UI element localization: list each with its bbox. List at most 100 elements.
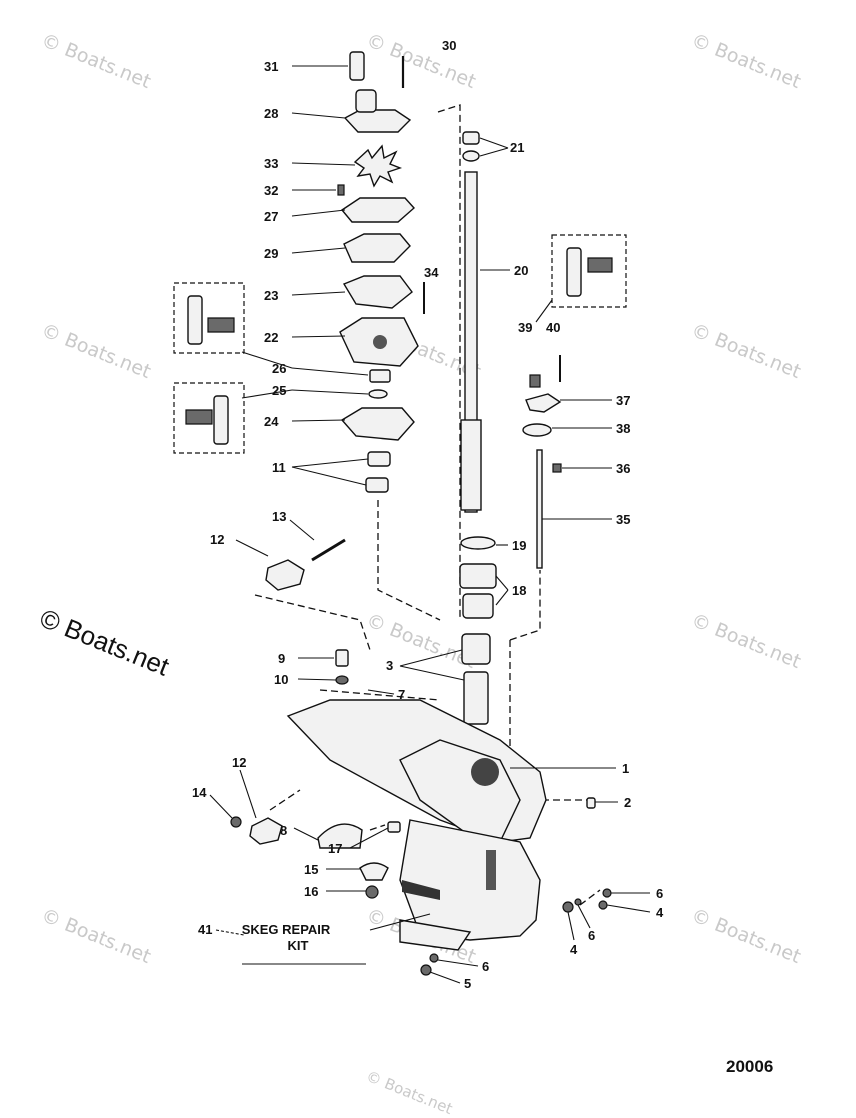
callout-34: 34 — [424, 265, 439, 280]
callout-3: 3 — [386, 658, 393, 673]
callout-12-lower: 12 — [232, 755, 246, 770]
callout-21: 21 — [510, 140, 524, 155]
part-18-bearing-cone — [462, 593, 494, 619]
callout-4-mid: 4 — [570, 942, 578, 957]
callout-14: 14 — [192, 785, 207, 800]
inset-box-left-top — [173, 282, 245, 354]
part-31-sleeve — [349, 51, 365, 81]
callout-23: 23 — [264, 288, 278, 303]
callout-4: 4 — [656, 905, 664, 920]
watermark-layer: © Boats.net © Boats.net © Boats.net © Bo… — [38, 29, 804, 1118]
part-4-screw — [598, 900, 608, 910]
callout-30: 30 — [442, 38, 456, 53]
part-29-face-plate — [343, 233, 411, 263]
callout-16: 16 — [304, 884, 318, 899]
part-18-bearing-cup — [459, 563, 497, 589]
part-32-key — [337, 184, 345, 196]
watermark: © Boats.net — [38, 319, 154, 383]
callout-24: 24 — [264, 414, 279, 429]
driveshaft-column — [459, 131, 497, 725]
inset-box-right — [551, 234, 627, 308]
watermark: © Boats.net — [363, 29, 479, 93]
part-23-gasket — [342, 275, 413, 309]
part-6-washer-bottom — [429, 953, 439, 963]
part-26-bushing — [369, 369, 391, 383]
gearcase-lower-body — [399, 819, 541, 941]
callout-10: 10 — [274, 672, 288, 687]
leader-lines — [209, 65, 651, 984]
part-16-nut — [365, 885, 379, 899]
callout-labels: 31 30 28 33 32 27 29 23 22 26 25 24 11 1… — [192, 38, 664, 991]
callout-18: 18 — [512, 583, 526, 598]
part-17-washer — [387, 821, 401, 833]
skeg-repair-kit-label: SKEG REPAIR — [242, 922, 331, 937]
part-6-washer-left — [574, 898, 582, 906]
anode-parts — [230, 538, 596, 899]
part-28-pump-housing — [343, 109, 412, 133]
part-6-washer — [602, 888, 612, 898]
water-pump-stack — [337, 51, 419, 493]
callout-7: 7 — [398, 687, 405, 702]
watermark: © Boats.net — [688, 29, 804, 93]
callout-5: 5 — [464, 976, 471, 991]
callout-22: 22 — [264, 330, 278, 345]
callout-33: 33 — [264, 156, 278, 171]
callout-35: 35 — [616, 512, 630, 527]
gearcase-housing — [286, 699, 547, 951]
callout-1: 1 — [622, 761, 629, 776]
callout-17: 17 — [328, 841, 342, 856]
callout-26: 26 — [272, 361, 286, 376]
callout-8: 8 — [280, 823, 287, 838]
part-24-gasket — [340, 407, 415, 441]
part-39-nut — [529, 374, 541, 388]
part-3-sleeve — [461, 633, 491, 665]
callout-15: 15 — [304, 862, 318, 877]
callout-28: 28 — [264, 106, 278, 121]
part-33-impeller — [353, 144, 403, 188]
bottom-fasteners — [420, 888, 612, 976]
callout-9: 9 — [278, 651, 285, 666]
part-2-plug — [586, 797, 596, 809]
part-21-nut — [462, 131, 480, 145]
part-8-trim-tab — [317, 823, 363, 849]
watermark: © Boats.net — [688, 609, 804, 673]
callout-31: 31 — [264, 59, 278, 74]
part-11-bearing-upper — [367, 451, 391, 467]
callout-37: 37 — [616, 393, 630, 408]
part-4-screw-left — [562, 901, 574, 913]
callout-25: 25 — [272, 383, 286, 398]
callout-32: 32 — [264, 183, 278, 198]
diagram-number: 20006 — [726, 1057, 773, 1076]
part-13-bolt — [311, 538, 346, 562]
callout-19: 19 — [512, 538, 526, 553]
callout-20: 20 — [514, 263, 528, 278]
part-15-plug — [359, 862, 389, 881]
watermark: © Boats.net — [688, 904, 804, 968]
part-11-bearing-lower — [365, 477, 389, 493]
boats-net-watermark-large: © Boats.net — [36, 603, 174, 682]
part-36-clip — [552, 463, 562, 473]
callout-6: 6 — [656, 886, 663, 901]
skeg — [399, 919, 472, 951]
watermark: © Boats.net — [688, 319, 804, 383]
part-25-ring — [368, 389, 388, 399]
part-19-shim — [460, 536, 496, 550]
callout-12: 12 — [210, 532, 224, 547]
part-14-nut — [230, 816, 242, 828]
watermark: © Boats.net — [38, 29, 154, 93]
part-38-o-ring — [522, 423, 552, 437]
callout-38: 38 — [616, 421, 630, 436]
watermark: © Boats.net — [364, 1067, 456, 1118]
inset-box-left-bottom — [173, 382, 245, 454]
watermark: © Boats.net — [38, 904, 154, 968]
part-27-gasket — [340, 197, 415, 223]
part-35-shift-shaft — [536, 449, 543, 569]
callout-39: 39 — [518, 320, 532, 335]
part-37-bushing — [525, 393, 562, 413]
callout-40: 40 — [546, 320, 560, 335]
callout-11: 11 — [272, 460, 286, 475]
callout-36: 36 — [616, 461, 630, 476]
part-21-washer — [462, 150, 480, 162]
part-5-screw — [420, 964, 432, 976]
